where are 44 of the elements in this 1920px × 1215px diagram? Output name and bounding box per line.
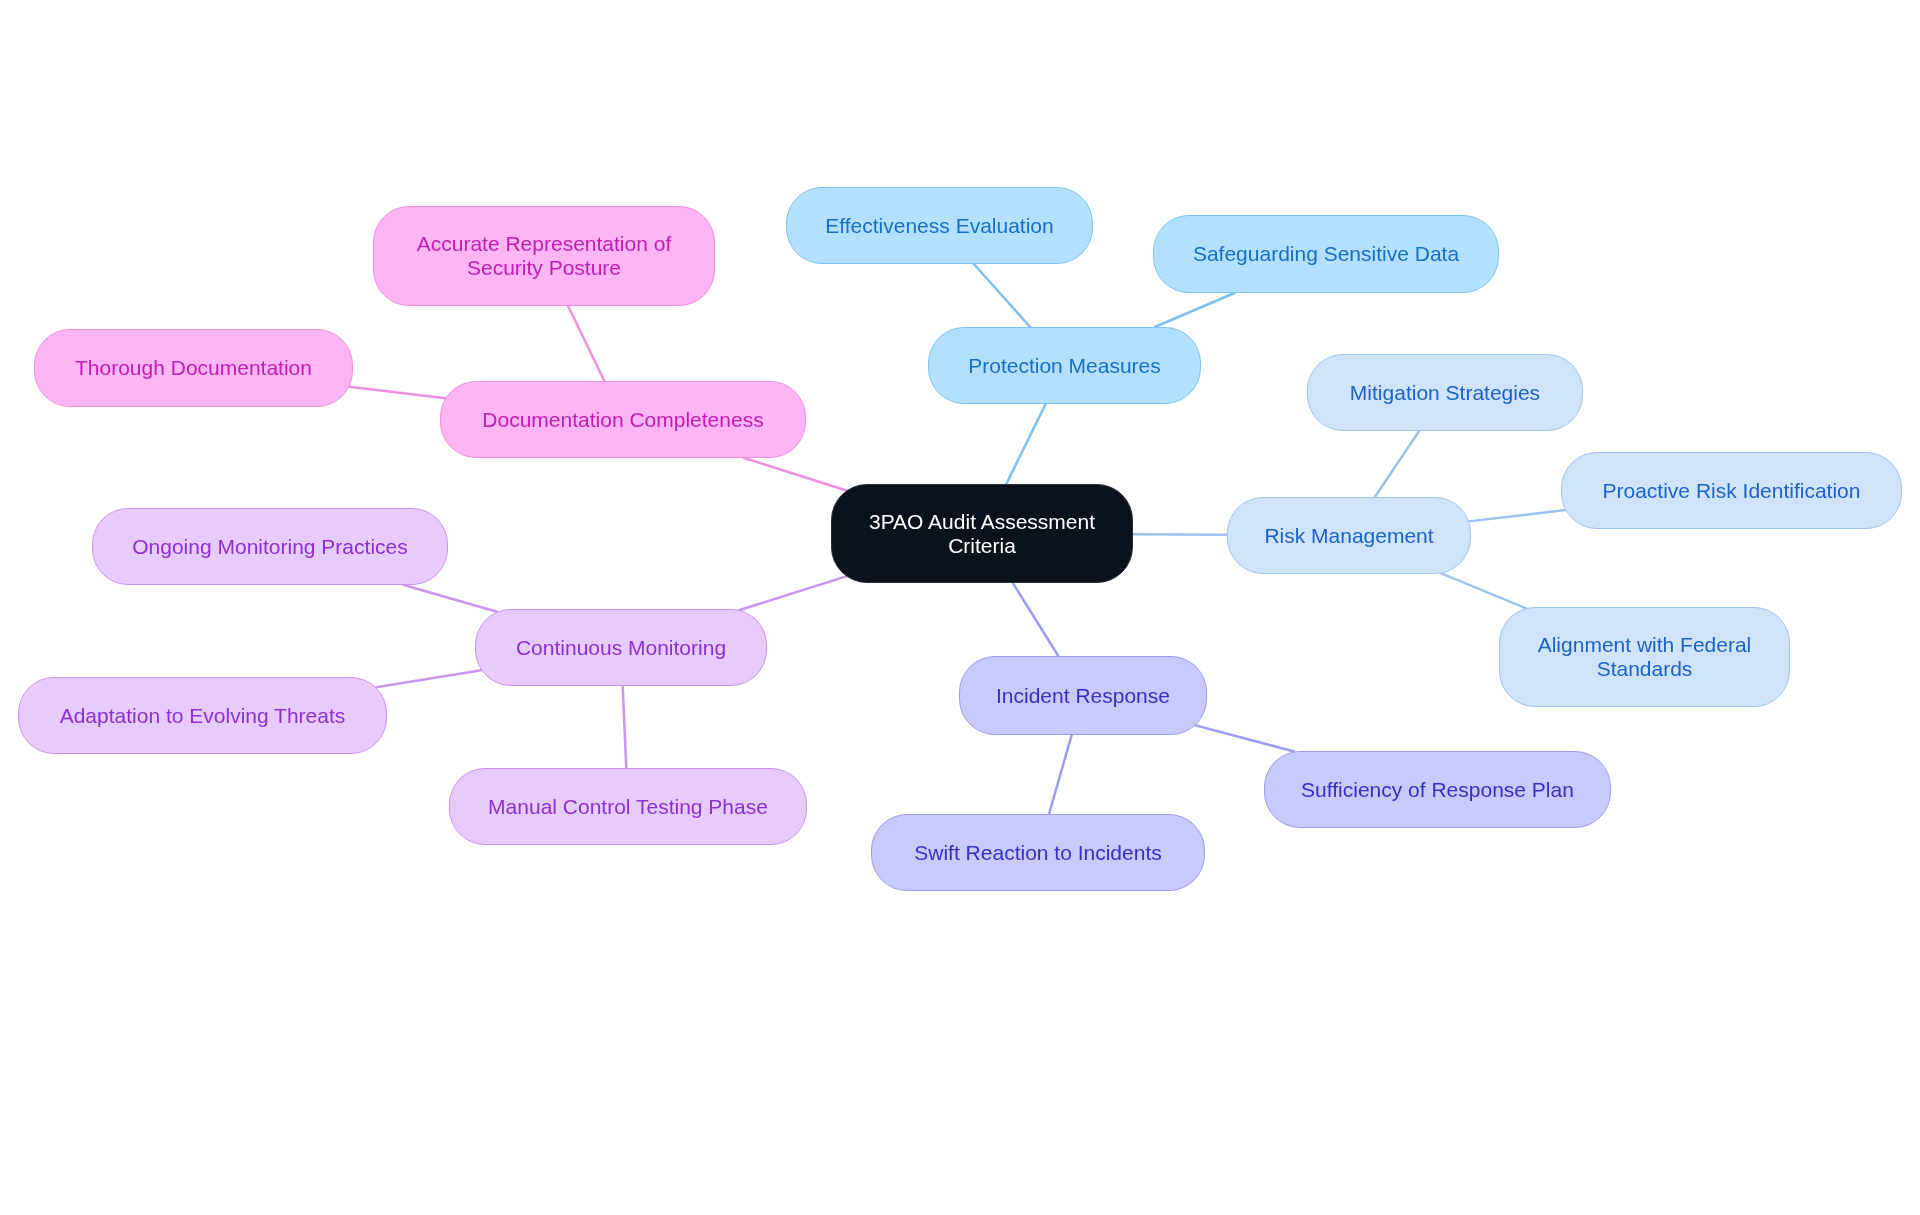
connector-line [1373, 429, 1421, 499]
connector-line [1467, 508, 1567, 523]
connector-line [1440, 572, 1528, 610]
topic-pill [959, 656, 1207, 735]
node-label: Alignment with Federal Standards [1536, 633, 1753, 681]
node-label: Adaptation to Evolving Threats [59, 703, 346, 728]
node-label: Safeguarding Sensitive Data [1192, 242, 1460, 266]
connector-line [374, 668, 483, 689]
node-label: Documentation Completeness [482, 407, 764, 432]
node-label: Mitigation Strategies [1349, 380, 1541, 405]
node-label: Risk Management [1264, 523, 1434, 548]
node-label: Swift Reaction to Incidents [914, 840, 1162, 865]
node-label: Proactive Risk Identification [1602, 478, 1861, 503]
node-label: Protection Measures [968, 353, 1161, 378]
connector-line [566, 304, 606, 383]
node-label: Sufficiency of Response Plan [1301, 777, 1574, 802]
topic-pill [475, 609, 767, 686]
connector-line [348, 385, 447, 400]
topic-pill [34, 329, 353, 407]
connector-line [1005, 402, 1047, 486]
node-label: Thorough Documentation [75, 356, 312, 380]
node-label: Accurate Representation of Security Posture [415, 232, 673, 280]
node-label: Incident Response [996, 683, 1170, 708]
node-label: 3PAO Audit Assessment Criteria [867, 510, 1097, 557]
connector-line [1047, 733, 1073, 816]
topic-pill [1499, 607, 1790, 707]
node-label: Ongoing Monitoring Practices [132, 534, 408, 559]
connector-line [1153, 291, 1236, 329]
connector-line [1131, 533, 1229, 537]
connector-line [621, 684, 628, 770]
node-label: Manual Control Testing Phase [488, 794, 768, 819]
connector-line [972, 262, 1032, 329]
topic-pill [1561, 452, 1902, 529]
topic-pill [18, 677, 387, 754]
connector-line [1011, 581, 1060, 658]
connector-line [738, 575, 848, 612]
connector-line [1194, 724, 1296, 753]
central-topic [831, 484, 1133, 583]
connector-line [402, 583, 499, 614]
node-label: Continuous Monitoring [515, 635, 727, 660]
node-label: Effectiveness Evaluation [825, 213, 1054, 238]
topic-pill [440, 381, 806, 458]
topic-pill [373, 206, 715, 306]
connector-line [743, 456, 848, 492]
